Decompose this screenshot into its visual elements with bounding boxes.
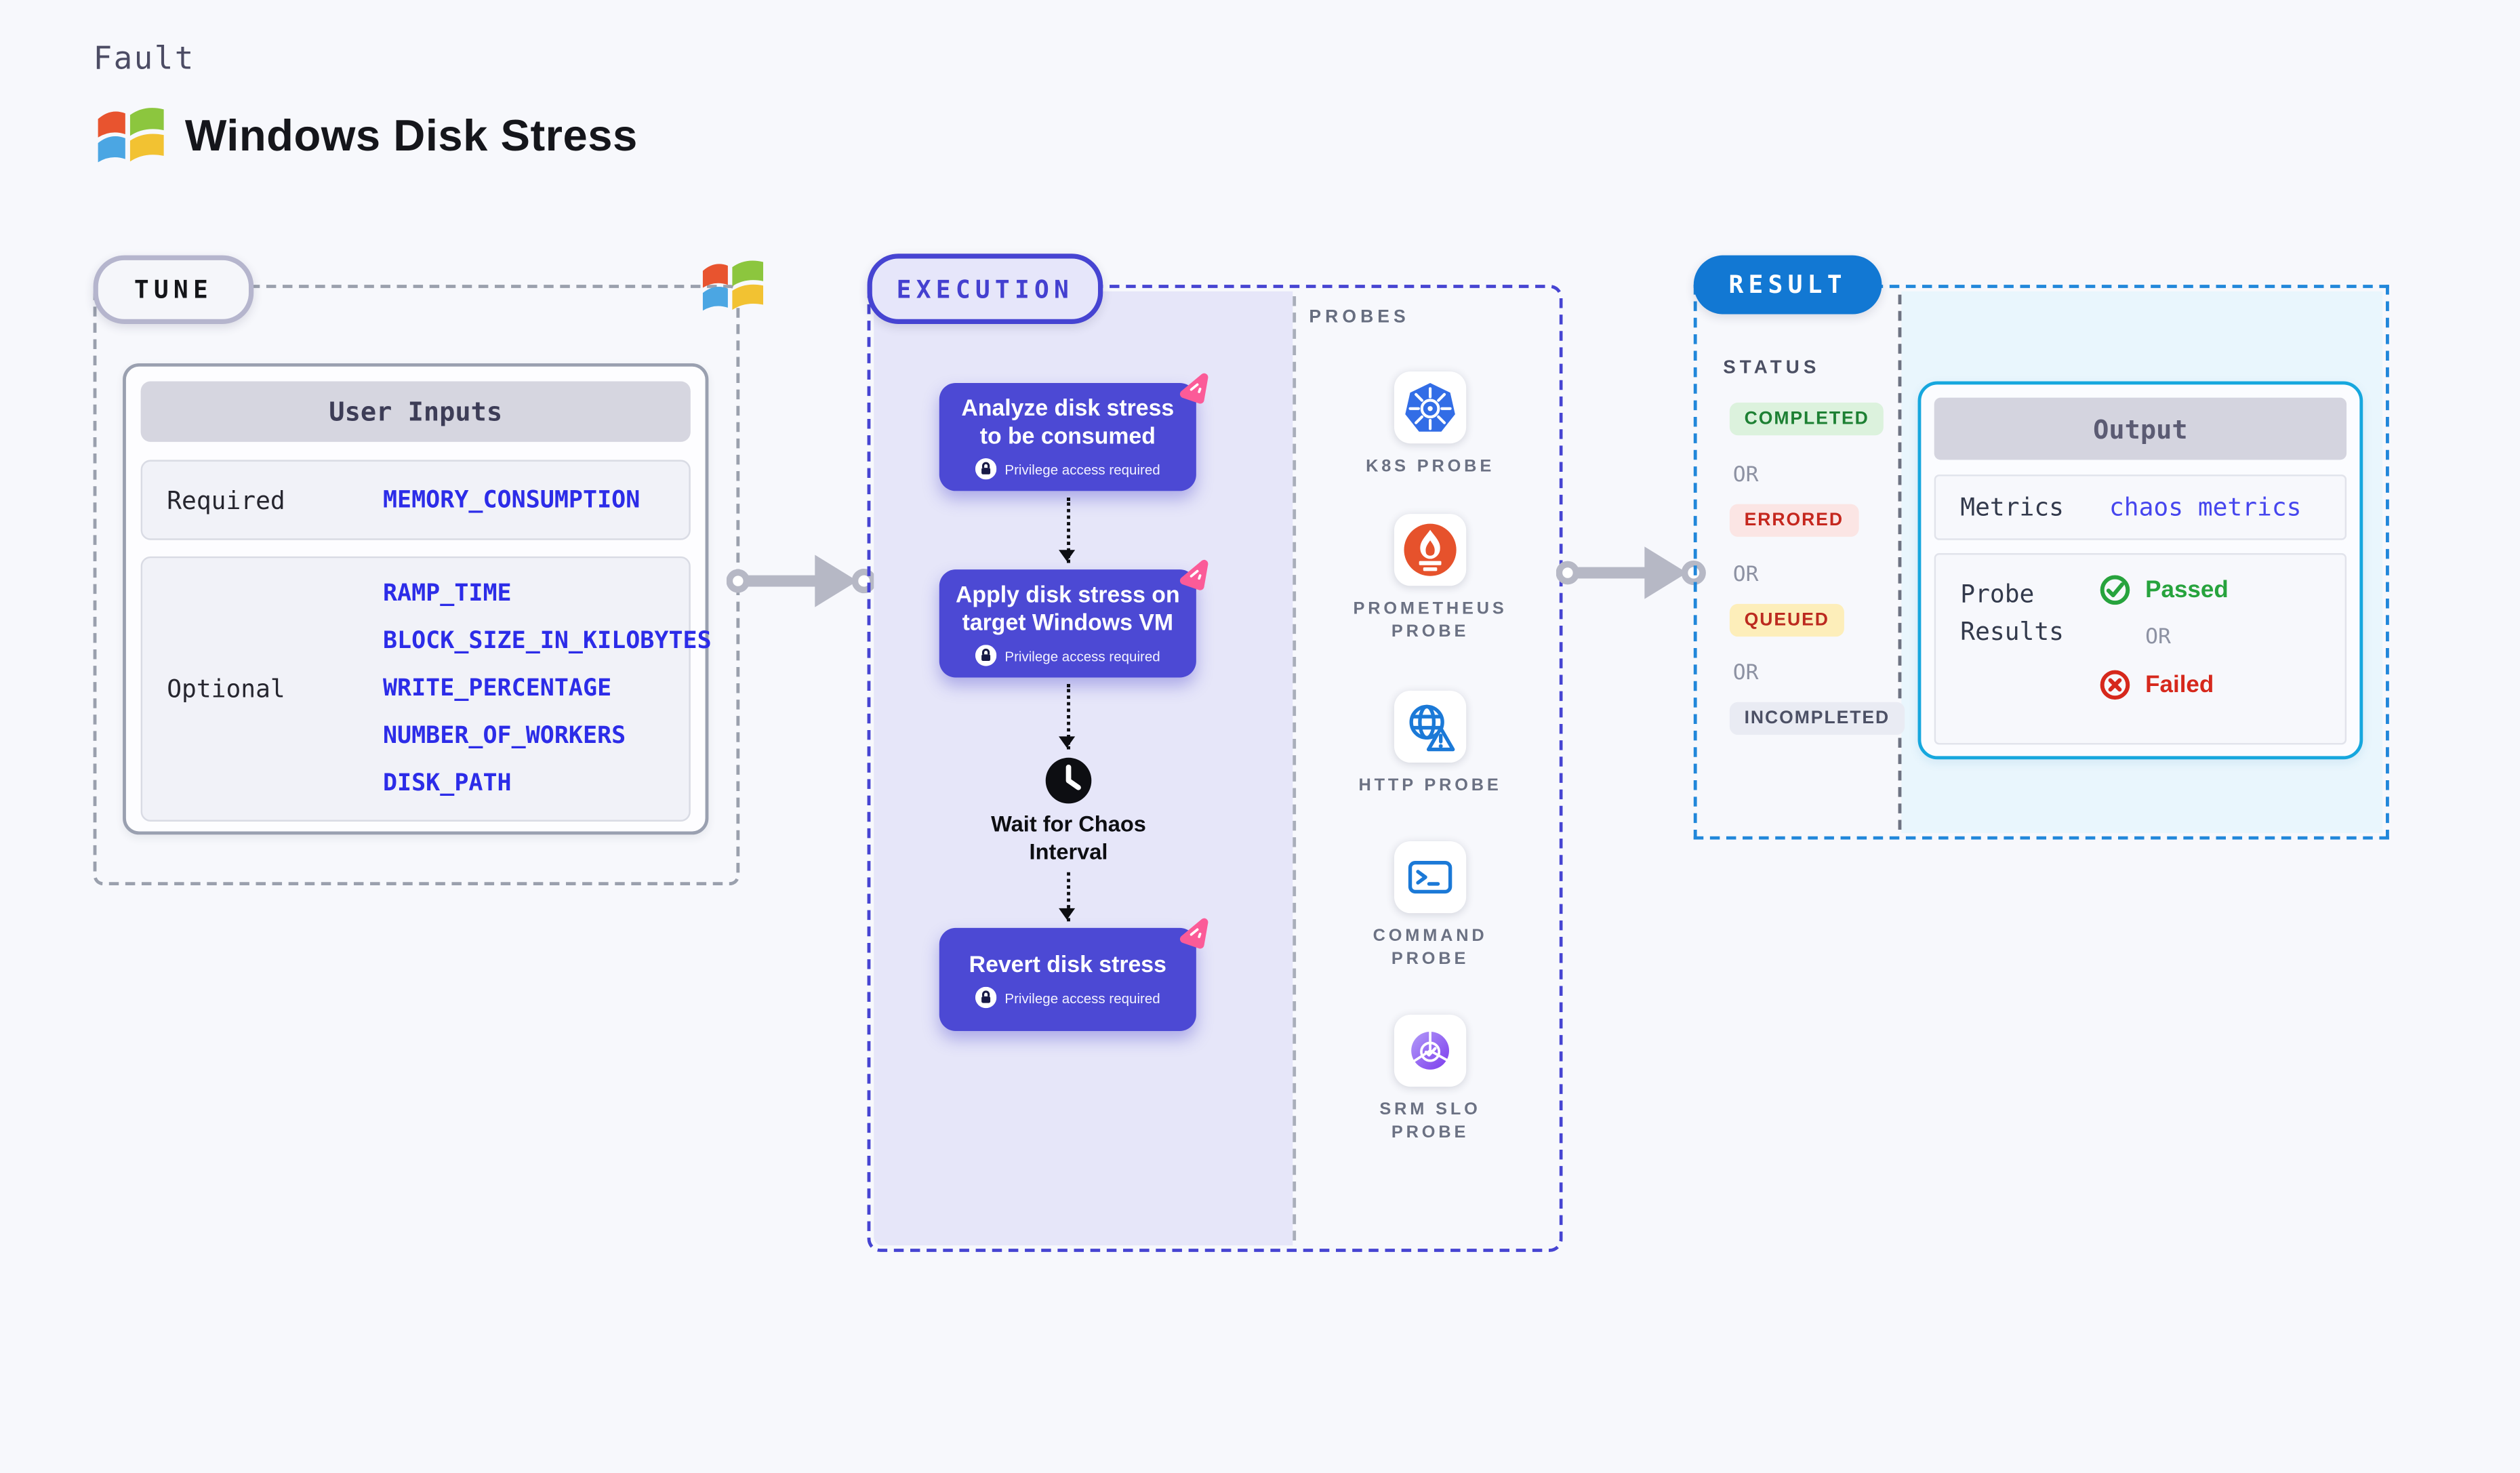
probe-label: K8S PROBE [1366, 456, 1495, 477]
metrics-row: Metrics chaos metrics [1934, 475, 2347, 540]
flow-connector [1059, 497, 1076, 563]
privilege-label: Privilege access required [1004, 460, 1160, 477]
metrics-label: Metrics [1960, 492, 2064, 523]
clock-icon [1045, 757, 1092, 804]
status-heading: STATUS [1723, 358, 1821, 378]
execution-badge: EXECUTION [867, 254, 1103, 325]
lock-icon [975, 458, 997, 480]
step-card-analyze: Analyze disk stress to be consumed Privi… [939, 373, 1208, 491]
status-badge-completed: COMPLETED [1729, 402, 1884, 436]
env-var-value: NUMBER_OF_WORKERS [382, 723, 626, 750]
probe-label: SRM SLO PROBE [1379, 1099, 1481, 1143]
privilege-badge: Privilege access required [975, 458, 1160, 480]
probe-tile [1394, 514, 1467, 586]
step-card-apply: Apply disk stress on target Windows VM P… [939, 559, 1208, 678]
probe-results-label: Probe Results [1960, 579, 2064, 647]
probe-item-command: COMMAND PROBE [1312, 841, 1548, 971]
flow-arrow-icon [726, 554, 876, 607]
status-badge-errored: ERRORED [1729, 504, 1858, 537]
wait-step-label: Wait for Chaos Interval [991, 811, 1146, 864]
page-title: Windows Disk Stress [184, 111, 638, 161]
probes-heading: PROBES [1309, 307, 1410, 327]
step-title: Apply disk stress on target Windows VM [956, 580, 1180, 635]
result-section: STATUS COMPLETED OR ERRORED OR QUEUED OR… [1693, 285, 2389, 840]
probe-tile [1394, 371, 1467, 444]
chaos-flag-icon [1179, 559, 1208, 590]
passed-label: Passed [2145, 577, 2229, 603]
probe-results-row: Probe Results Passed OR [1934, 553, 2347, 745]
probe-item-prometheus: PROMETHEUS PROBE [1312, 514, 1548, 644]
prometheus-icon [1404, 523, 1457, 576]
probe-tile [1394, 690, 1467, 763]
privilege-label: Privilege access required [1004, 989, 1160, 1006]
passed-indicator: Passed [2100, 574, 2229, 605]
x-circle-icon [2100, 670, 2130, 700]
env-var-value: RAMP_TIME [382, 581, 512, 607]
check-circle-icon [2100, 575, 2130, 605]
output-header: Output [1934, 397, 2347, 460]
result-divider [1898, 294, 1902, 830]
result-badge: RESULT [1693, 255, 1882, 315]
chaos-metrics-link[interactable]: chaos metrics [2109, 492, 2302, 523]
status-badge-incompleted: INCOMPLETED [1729, 702, 1905, 735]
or-separator: OR [1732, 661, 1759, 686]
privilege-badge: Privilege access required [975, 986, 1160, 1009]
or-separator: OR [2145, 625, 2171, 650]
or-separator: OR [1732, 463, 1759, 488]
output-table: Output Metrics chaos metrics Probe Resul… [1917, 381, 2363, 760]
chaos-flag-icon [1179, 918, 1208, 949]
chaos-flag-icon [1179, 373, 1208, 404]
probe-item-srm-slo: SRM SLO PROBE [1312, 1014, 1548, 1145]
probe-label: PROMETHEUS PROBE [1353, 599, 1507, 642]
step-title: Revert disk stress [969, 950, 1166, 977]
lock-icon [975, 986, 997, 1009]
env-var-value: BLOCK_SIZE_IN_KILOBYTES [382, 628, 712, 655]
table-row-optional: Optional RAMP_TIME BLOCK_SIZE_IN_KILOBYT… [140, 556, 712, 822]
terminal-icon [1408, 861, 1452, 894]
failed-indicator: Failed [2100, 669, 2229, 700]
status-badge-queued: QUEUED [1729, 603, 1844, 637]
windows-logo-icon [98, 108, 164, 163]
execution-section: Analyze disk stress to be consumed Privi… [867, 285, 1563, 1252]
or-separator: OR [1732, 563, 1759, 588]
probe-label: HTTP PROBE [1358, 775, 1502, 796]
probe-item-http: HTTP PROBE [1312, 690, 1548, 797]
flow-connector [1059, 684, 1076, 750]
privilege-label: Privilege access required [1004, 647, 1160, 664]
privilege-badge: Privilege access required [975, 645, 1160, 666]
step-title: Analyze disk stress to be consumed [961, 394, 1175, 449]
table-row-required: Required MEMORY_CONSUMPTION [140, 460, 691, 540]
env-var-value: WRITE_PERCENTAGE [382, 676, 612, 702]
probes-divider [1293, 296, 1297, 1241]
step-card-revert: Revert disk stress Privilege access requ… [939, 918, 1208, 1031]
probe-tile [1394, 841, 1467, 914]
windows-logo-icon [702, 260, 764, 311]
failed-label: Failed [2145, 672, 2214, 698]
probe-item-k8s: K8S PROBE [1312, 371, 1548, 478]
fault-kicker: Fault [93, 41, 195, 77]
env-var-value: MEMORY_CONSUMPTION [382, 487, 641, 513]
probe-tile [1394, 1014, 1467, 1087]
required-label: Required [167, 485, 285, 515]
flow-arrow-icon [1556, 546, 1706, 599]
lock-icon [975, 645, 997, 666]
probe-label: COMMAND PROBE [1373, 926, 1488, 969]
user-inputs-table: User Inputs Required MEMORY_CONSUMPTION … [123, 363, 712, 835]
optional-label: Optional [167, 674, 285, 704]
globe-warning-icon [1409, 704, 1455, 752]
wait-step: Wait for Chaos Interval [977, 756, 1160, 867]
env-var-value: DISK_PATH [382, 771, 512, 797]
user-inputs-header: User Inputs [140, 381, 691, 442]
flow-connector [1059, 872, 1076, 922]
tune-badge: TUNE [93, 255, 254, 325]
kubernetes-icon [1405, 383, 1455, 432]
gauge-check-icon [1411, 1030, 1449, 1070]
